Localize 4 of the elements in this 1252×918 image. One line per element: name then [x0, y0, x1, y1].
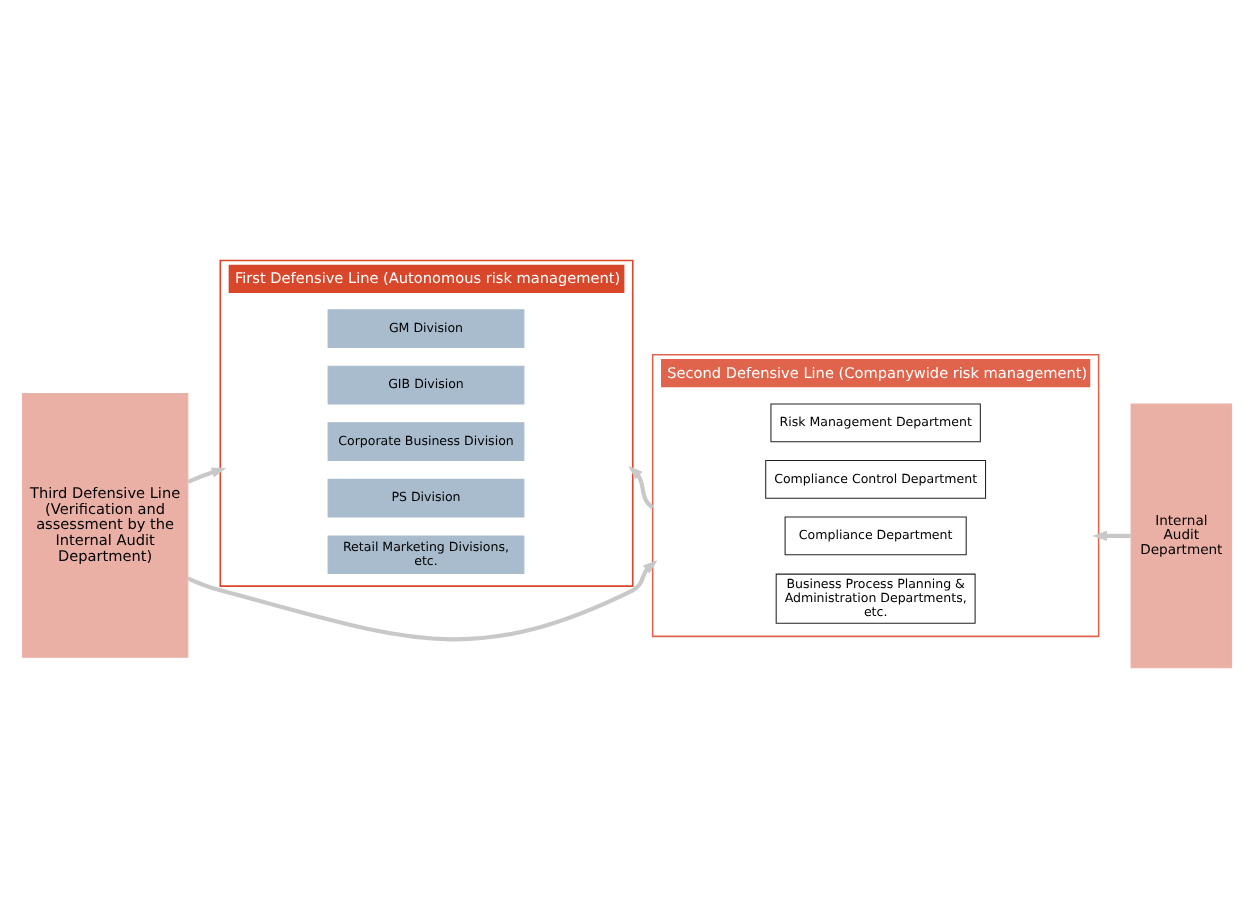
arrow	[186, 466, 226, 483]
arrow	[1091, 529, 1130, 541]
arrow	[627, 464, 653, 509]
arrow	[185, 559, 657, 641]
